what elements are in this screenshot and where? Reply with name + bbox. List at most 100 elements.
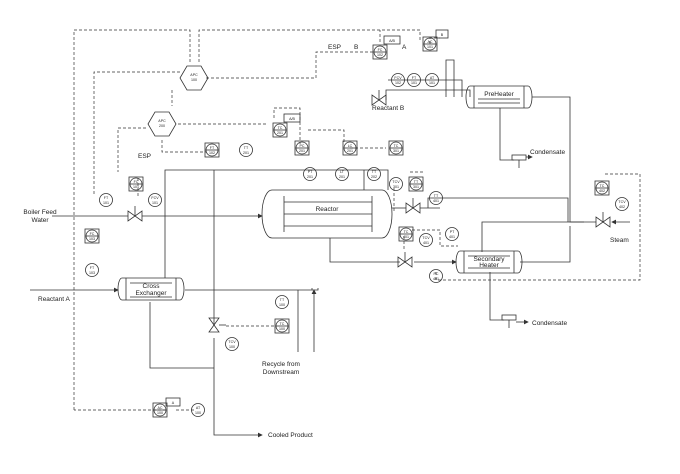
fc101-tag: FC [134,180,139,184]
tt202-number: 202 [371,175,377,179]
pc201-number: 201 [299,149,305,153]
pt201-tag: PT [308,170,313,174]
ac101-tag: AC [428,40,433,44]
boiler-feed-label-1: Boiler Feed [23,209,57,216]
fcv102-number: 102 [395,81,401,85]
a-top-label: A [402,44,407,51]
at101-tag: AT [430,76,435,80]
cross-exchanger: Cross Exchanger [117,277,185,301]
secondary-heater-label-1: Secondary [473,256,505,263]
tcv301-number: 301 [393,185,399,189]
ac-bot-tag: AC [158,406,163,410]
apc200-label-2: 200 [159,124,165,128]
tt202-tag: TT [372,170,377,174]
a-box-bottom: A [165,397,181,407]
tcv-mid-valve [208,317,220,333]
fc-top-tag: FC [378,48,383,52]
preheater-exchanger: PreHeater [465,85,533,109]
tt-mid-tag: TT [280,298,285,302]
b-box-text: B [441,33,444,37]
ft-top-tag: FT [412,76,417,80]
fc103-tag: FC [90,232,95,236]
pc401-tag: PC [434,272,439,276]
fc-top-number: 102 [377,53,383,57]
lc201-number: 201 [347,149,353,153]
apc-100-block: APC 100 [179,65,209,91]
tcv-mid-number: 100 [229,345,235,349]
boiler-feed-label-2: Water [31,217,49,224]
tcv401-tag: TCV [422,236,430,240]
esp-top-label: ESP [328,44,341,51]
ft103-tag: FT [90,266,95,270]
apc200-label-1: APC [158,119,166,123]
ac101-number: 101 [427,45,433,49]
tc201-number: 201 [277,131,283,135]
recycle-label-1: Recycle from [262,361,300,368]
steam-trap-bottom [501,314,517,328]
fcv101-tag: FCV [151,196,159,200]
steam-trap-top [511,154,527,168]
fcv102-valve [371,94,387,106]
tt301-tag: TT [414,180,419,184]
b-box-top: B [435,29,449,39]
tcv401-valve [397,256,413,268]
tt201-tag: TT [244,146,249,150]
tc-mid-number: 100 [279,327,285,331]
a-box-bottom-text: A [172,401,175,405]
tc201-tag: TC [278,126,283,130]
tcv-steam-tag: TCV [618,200,626,204]
tcv301-tag: TCV [392,180,400,184]
ab-box-top: A/B [383,35,401,45]
esp-left-label: ESP [138,153,151,160]
process-lines [30,59,630,438]
tcv301-valve [405,202,421,214]
tc-steam-number: 402 [599,189,605,193]
fc101-number: 101 [133,185,139,189]
tt401-tag: TT [434,194,439,198]
reactor-label: Reactor [316,206,340,213]
reactor-vessel: Reactor [261,189,393,239]
lt201-tag: LT [340,170,345,174]
tc-steam-tag: TC [600,184,605,188]
tc-mid-tag: TC [280,322,285,326]
reactant-b-label: Reactant B [372,105,404,112]
preheater-label: PreHeater [484,91,514,98]
pc401-number: 401 [433,277,439,281]
condensate-top-label: Condensate [530,149,565,156]
at101-number: 101 [429,81,435,85]
apc100-label-2: 100 [191,78,197,82]
ft102-tag: FT [210,146,215,150]
lt201-number: 201 [339,175,345,179]
cross-exchanger-label-1: Cross [143,283,161,290]
signal-lines [73,29,641,411]
condensate-bottom-label: Condensate [532,320,567,327]
steam-label: Steam [610,237,629,244]
ft103-number: 103 [89,271,95,275]
ft102-number: 102 [209,151,215,155]
tc301-tag: TC [394,144,399,148]
fc103-number: 103 [89,237,95,241]
